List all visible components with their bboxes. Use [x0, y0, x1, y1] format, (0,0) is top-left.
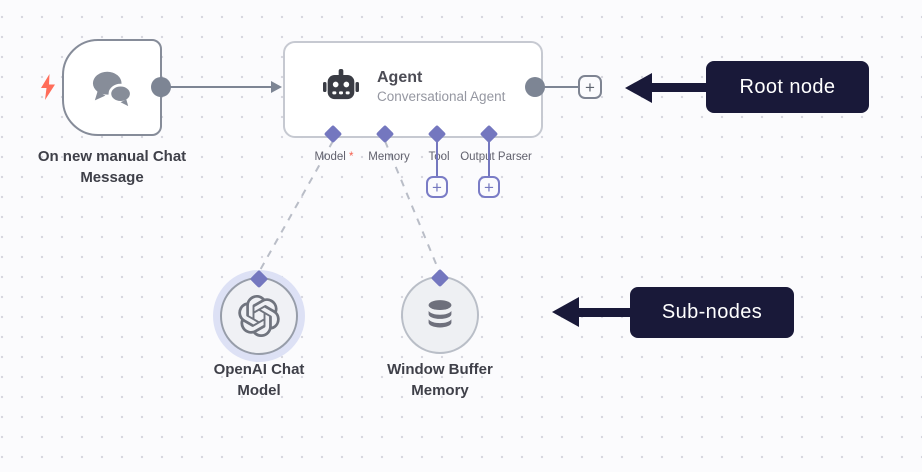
port-label-model: Model *	[314, 151, 354, 163]
output-parser-port-stub	[488, 140, 490, 177]
connection-line[interactable]	[161, 86, 273, 88]
add-output-parser-button[interactable]: +	[478, 176, 500, 198]
database-icon	[428, 300, 452, 328]
sub-nodes-annotation: Sub-nodes	[630, 287, 794, 338]
required-marker: *	[349, 151, 354, 163]
lightning-bolt-icon	[41, 74, 55, 100]
memory-node-label: Window Buffer Memory	[387, 361, 493, 399]
plus-icon: +	[432, 177, 442, 197]
plus-icon: +	[484, 177, 494, 197]
add-next-node-button[interactable]: +	[578, 75, 602, 99]
agent-node-subtitle: Conversational Agent	[377, 89, 506, 104]
subnode-openai-chat-model[interactable]	[220, 277, 298, 355]
port-label-tool: Tool	[428, 151, 450, 163]
sub-nodes-arrow-shaft	[577, 308, 631, 317]
trigger-node[interactable]	[62, 39, 162, 136]
root-node-arrow-shaft	[650, 83, 707, 92]
openai-node-label: OpenAI Chat Model	[213, 361, 305, 399]
port-label-memory: Memory	[368, 151, 410, 163]
add-tool-button[interactable]: +	[426, 176, 448, 198]
openai-logo-icon	[238, 295, 280, 337]
port-label-output-parser: Output Parser	[460, 151, 532, 163]
tool-port-stub	[436, 140, 438, 177]
chat-bubbles-icon	[92, 71, 133, 106]
robot-icon	[323, 69, 359, 100]
connection-arrowhead	[271, 81, 282, 93]
plus-icon: +	[585, 77, 595, 97]
sub-nodes-arrow-head	[552, 297, 579, 327]
agent-output-line	[535, 86, 578, 88]
root-node-annotation: Root node	[706, 61, 869, 113]
subnode-window-buffer-memory[interactable]	[401, 276, 479, 354]
sub-nodes-annotation-label: Sub-nodes	[661, 301, 763, 323]
trigger-node-label: On new manual Chat Message	[37, 148, 187, 186]
root-node-arrow-head	[625, 73, 652, 103]
agent-node[interactable]: Agent Conversational Agent	[283, 41, 543, 138]
agent-node-title: Agent	[377, 69, 423, 86]
root-node-annotation-label: Root node	[739, 75, 836, 98]
